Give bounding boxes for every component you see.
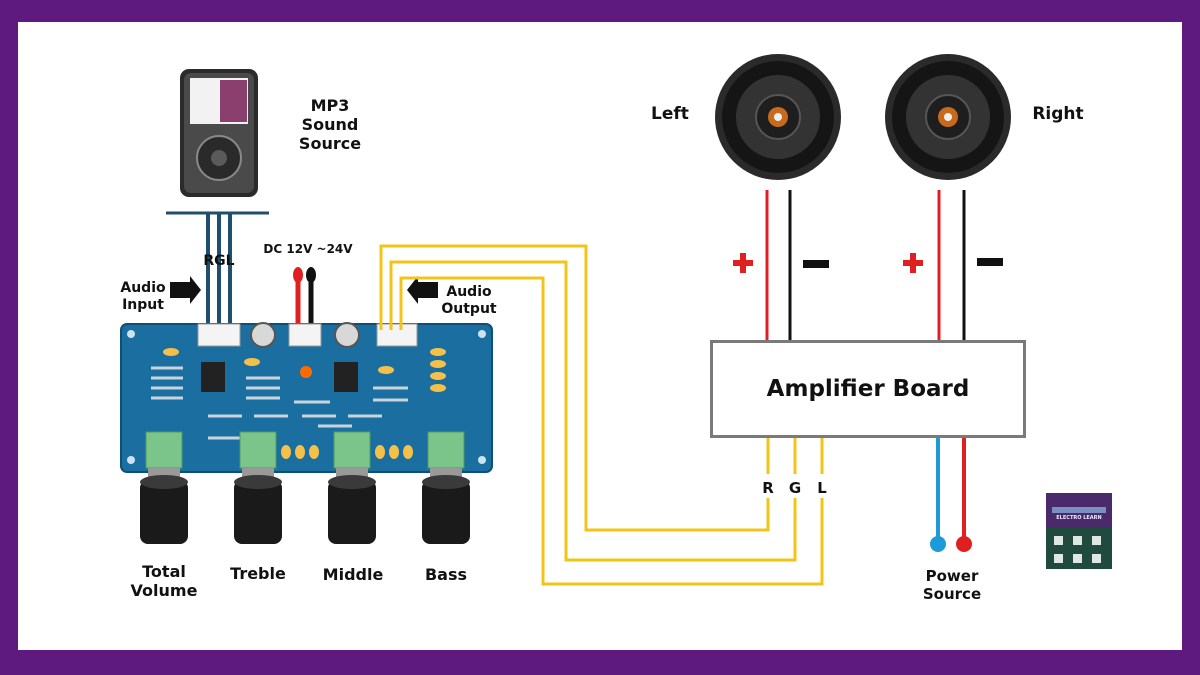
electro-learn-logo [1046,493,1112,569]
minus-sign-left-icon [803,260,829,268]
treble-label: Treble [230,564,286,583]
mp3-source-label: MP3 Sound Source [298,96,362,154]
amplifier-board: Amplifier Board [710,340,1026,438]
audio-input-arrow-icon [170,276,201,304]
dc-supply-leads [293,267,316,326]
knob-treble-icon [234,468,282,544]
input-cables [166,211,269,330]
amplifier-board-label: Amplifier Board [766,376,970,402]
plus-sign-right-icon [903,253,923,273]
output-g-label: G [788,479,802,497]
rgl-input-label: RGL [203,253,235,269]
output-l-label: L [817,479,827,497]
speaker-wires [765,190,966,340]
audio-output-arrow-icon [407,276,438,304]
audio-output-label: Audio Output [441,284,497,317]
total-volume-label: Total Volume [130,562,198,601]
mp3-player-icon [180,69,258,197]
audio-output-cables [379,244,824,586]
knob-total-volume-icon [140,468,188,544]
audio-input-label: Audio Input [120,280,166,313]
knob-bass-icon [422,468,470,544]
diagram-frame: MP3 Sound Source Left Right RGL DC 12V ~… [18,22,1182,650]
left-speaker-label: Left [651,104,689,124]
output-r-label: R [762,479,774,497]
amp-input-leads [766,434,824,474]
bass-label: Bass [424,565,468,584]
tone-control-board [120,322,493,473]
power-source-leads [930,434,972,552]
middle-label: Middle [322,565,384,584]
minus-sign-right-icon [977,258,1003,266]
power-source-label: Power Source [922,567,982,603]
left-speaker-icon [715,54,841,180]
right-speaker-label: Right [1032,104,1084,124]
right-speaker-icon [885,54,1011,180]
dc-supply-label: DC 12V ~24V [263,242,353,256]
plus-sign-left-icon [733,253,753,273]
logo-text: ELECTRO LEARN [1056,515,1102,521]
knob-middle-icon [328,468,376,544]
wiring-diagram [120,54,1112,586]
